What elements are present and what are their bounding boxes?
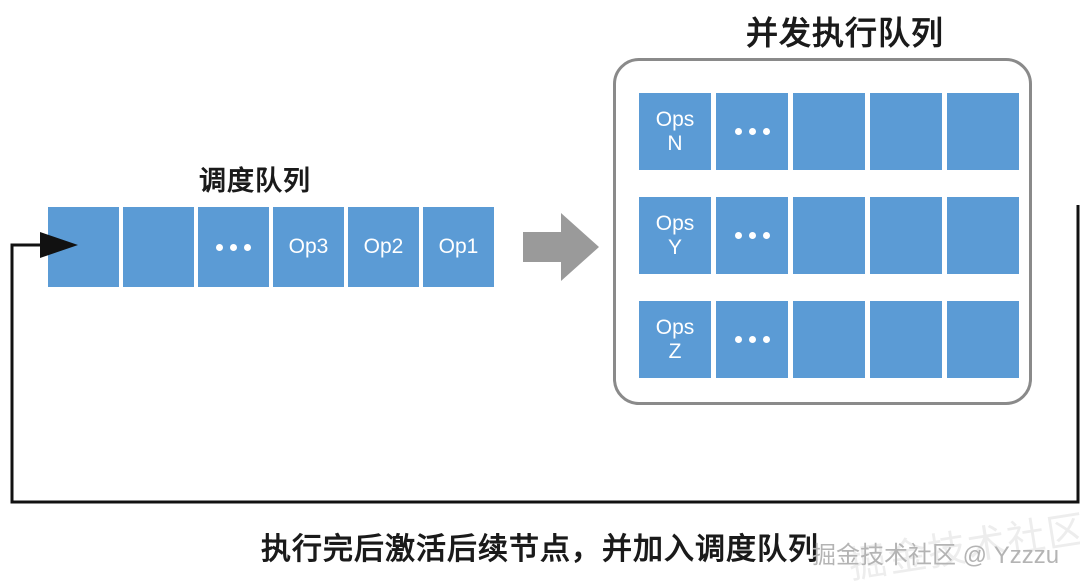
op-box-ellipsis <box>716 93 788 170</box>
op-box-label: Ops N <box>655 107 695 155</box>
feedback-loop-arrow <box>0 190 1080 520</box>
schedule-queue: Op3 Op2 Op1 <box>48 207 498 287</box>
queue-row-row-z: Ops Z <box>639 301 1021 378</box>
op-box-empty <box>947 93 1019 170</box>
op-box-empty <box>870 301 942 378</box>
ellipsis-icon <box>734 128 770 135</box>
queue-row-row-y: Ops Y <box>639 197 1021 274</box>
op-box-text: Op3 <box>273 207 344 287</box>
op-box-label: Ops Z <box>655 315 695 363</box>
ellipsis-icon <box>734 232 770 239</box>
flow-arrow-icon <box>521 207 601 287</box>
concurrent-queue-title: 并发执行队列 <box>746 15 945 51</box>
op-box-label: Op1 <box>438 235 479 259</box>
op-box-empty <box>793 301 865 378</box>
op-box-empty <box>793 197 865 274</box>
op-box-text: Ops Y <box>639 197 711 274</box>
op-box-ellipsis <box>716 197 788 274</box>
op-box-label: Op2 <box>363 235 404 259</box>
op-box-text: Op1 <box>423 207 494 287</box>
schedule-queue-title: 调度队列 <box>199 166 311 196</box>
op-box-text: Ops N <box>639 93 711 170</box>
ellipsis-icon <box>216 243 251 251</box>
op-box-label: Op3 <box>288 235 329 259</box>
op-box-ellipsis <box>198 207 269 287</box>
op-box-text: Op2 <box>348 207 419 287</box>
concurrent-queue-panel: Ops N Ops Y Ops Z <box>613 58 1032 405</box>
op-box-label: Ops Y <box>655 211 695 259</box>
op-box-empty <box>123 207 194 287</box>
op-box-ellipsis <box>716 301 788 378</box>
op-box-empty <box>870 93 942 170</box>
ellipsis-icon <box>734 336 770 343</box>
op-box-empty <box>947 197 1019 274</box>
diagram-caption: 执行完后激活后续节点，并加入调度队列 <box>261 533 819 566</box>
op-box-empty <box>947 301 1019 378</box>
watermark-label: 掘金技术社区 @ Yzzzu <box>812 542 1060 569</box>
op-box-text: Ops Z <box>639 301 711 378</box>
op-box-empty <box>793 93 865 170</box>
queue-row-row-n: Ops N <box>639 93 1021 170</box>
op-box-empty <box>870 197 942 274</box>
